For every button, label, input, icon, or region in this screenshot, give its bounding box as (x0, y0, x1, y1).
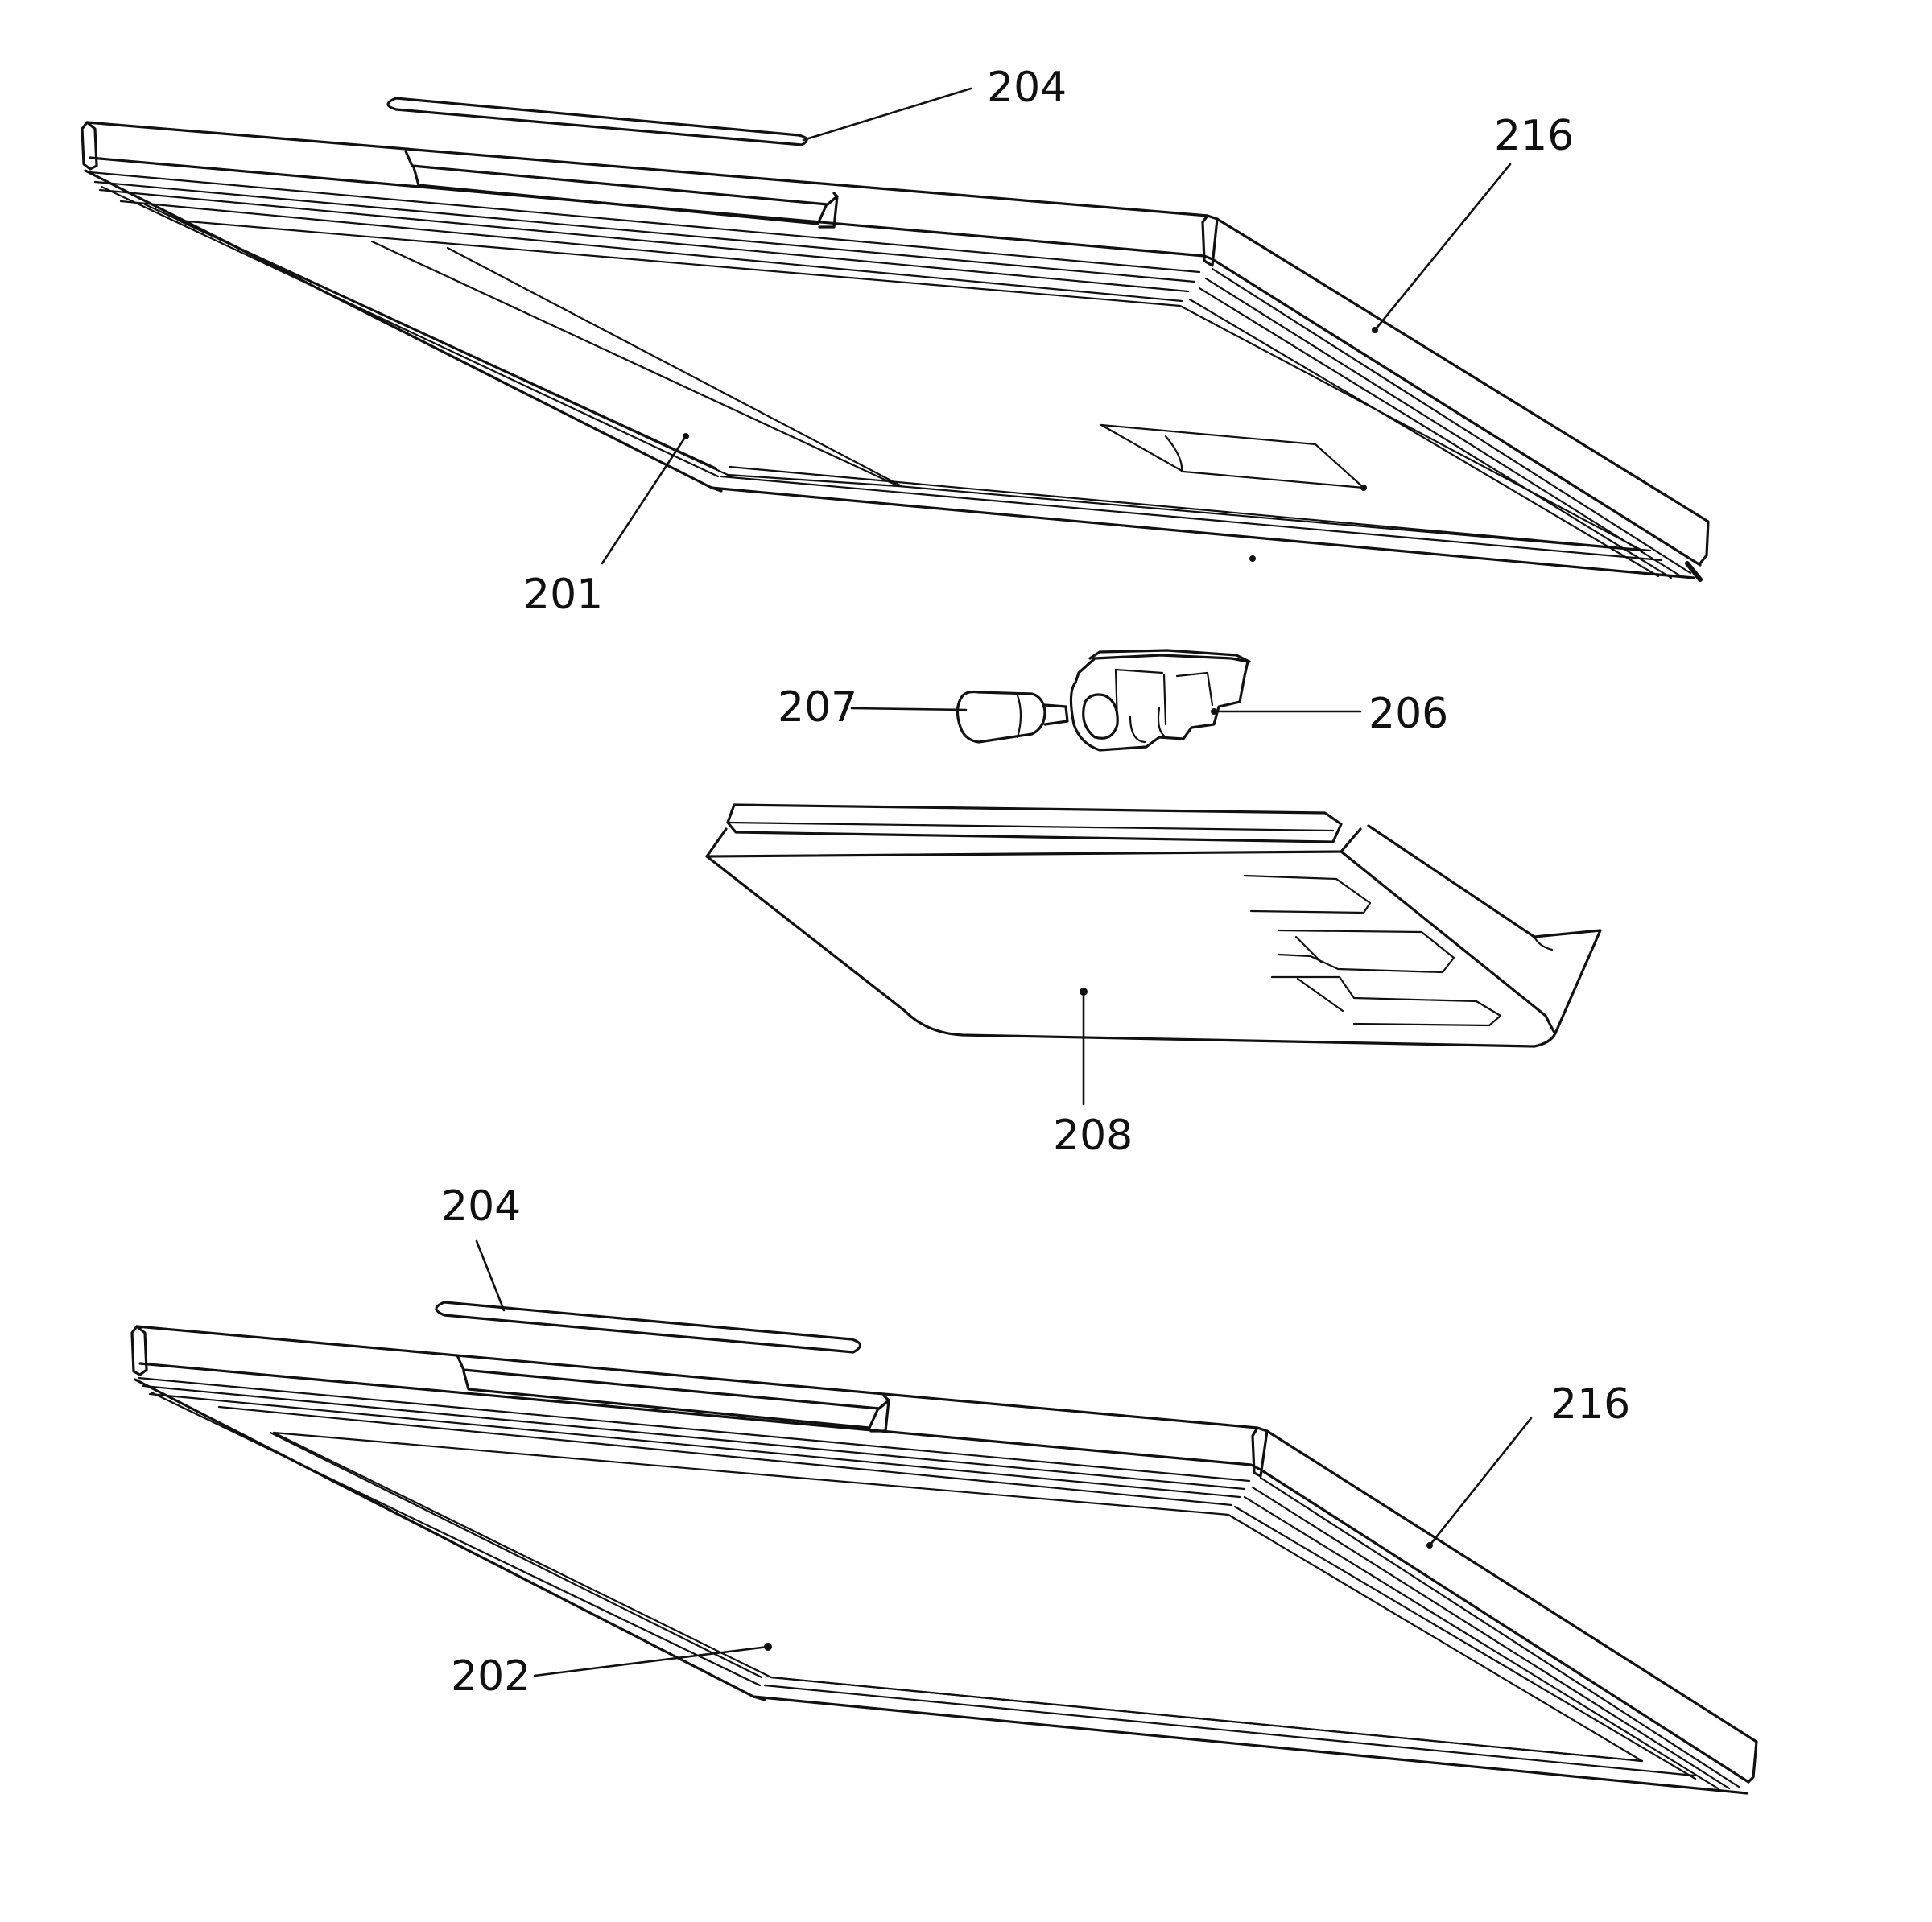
bottom-frame-right-rim-3 (1243, 1495, 1719, 1790)
bottom-frame-rim-2 (142, 1384, 1246, 1491)
hinge-wheel (1082, 693, 1119, 740)
label-bottom-frame-side: 216 (1550, 1380, 1630, 1429)
hinge-wheel-2 (1129, 707, 1167, 744)
tray-right-wing (1340, 850, 1557, 1035)
tray-rib-4 (1294, 935, 1344, 1013)
bottom-frame-right-cap (1251, 1426, 1269, 1478)
knob-body (956, 690, 1046, 744)
bottom-frame-left-cap (130, 1325, 148, 1376)
hinge-top (1088, 649, 1251, 663)
hinge-block-2 (1114, 668, 1214, 707)
top-frame-rim-1 (89, 171, 1201, 274)
top-frame-bottom-edge-inner-2 (728, 465, 1652, 552)
bottom-frame-top-edge (135, 1325, 1758, 1784)
bottom-frame-rim-3 (148, 1392, 1241, 1499)
tray-rib-1 (1243, 874, 1372, 914)
tray-top-slab-edge (728, 821, 1335, 832)
top-rail-rod (386, 97, 808, 146)
top-frame-left-side-2 (100, 185, 720, 478)
bottom-frame-rim-4 (217, 1405, 1233, 1507)
bottom-frame-right-rim-4 (1233, 1505, 1697, 1780)
bottom-rail-channel-2 (462, 1370, 879, 1429)
label-top-rail: 204 (987, 64, 1067, 112)
bottom-frame-left-side-3 (269, 1431, 763, 1679)
bottom-frame-right-rim-2 (1251, 1486, 1731, 1790)
top-panel-cutout-2 (1164, 435, 1183, 473)
top-panel-divider-2 (446, 246, 903, 488)
label-knob: 207 (778, 683, 857, 732)
tray-top-slab (726, 803, 1343, 843)
bottom-rail-rod (435, 1301, 862, 1354)
top-frame-right-rim-4 (1188, 298, 1660, 578)
bottom-frame-left-side-2 (150, 1391, 762, 1687)
tray-assembly: 208 (705, 803, 1602, 1160)
bottom-rail-channel-end (869, 1399, 890, 1433)
label-bottom-rail: 204 (441, 1182, 521, 1231)
top-frame-right-rim-1 (1211, 267, 1692, 575)
top-frame-right-rim-3 (1198, 287, 1673, 579)
knob-leader (850, 707, 968, 711)
top-frame-rim-4 (119, 200, 1183, 303)
label-top-panel: 201 (523, 571, 603, 619)
top-panel-leader (601, 435, 687, 565)
bottom-frame-top-edge-lower (138, 1362, 1750, 1784)
bottom-panel-leader (533, 1645, 770, 1677)
top-rail-leader (802, 87, 972, 142)
label-top-frame-side: 216 (1494, 112, 1574, 160)
bottom-frame-bottom-edge-inner (763, 1684, 1695, 1777)
tray-rib-3 (1270, 975, 1502, 1027)
tray-body (705, 824, 1602, 1048)
bottom-frame-rim-1 (137, 1376, 1251, 1483)
bottom-rail-leader (475, 1239, 506, 1312)
hinge-knob-assembly: 207 206 (778, 649, 1448, 752)
top-panel-divider (370, 240, 897, 486)
tray-wing-curve (1533, 935, 1554, 951)
top-rail-channel-end (818, 195, 839, 229)
top-rail-channel (404, 150, 839, 206)
knob-stem (1043, 703, 1069, 726)
top-frame-right-rim-2 (1204, 277, 1682, 578)
knob-ring (1016, 694, 1022, 739)
bottom-frame-assembly: 204 216 202 (130, 1182, 1758, 1795)
top-rail-channel-3 (417, 184, 819, 225)
top-frame-bottom-edge-inner (720, 475, 1663, 562)
bottom-frame-right-rim-1 (1259, 1476, 1740, 1788)
hinge-body (1069, 654, 1249, 752)
top-rail-channel-2 (412, 166, 828, 225)
top-frame-right-rim-5 (1685, 561, 1703, 582)
top-frame-rim-2 (93, 180, 1196, 283)
bottom-frame-bottom-edge (752, 1695, 1748, 1795)
top-frame-right-cap (1201, 214, 1219, 267)
bottom-panel-window (272, 1431, 1644, 1763)
tray-rib-2 (1277, 929, 1455, 974)
top-panel-window (177, 219, 1644, 552)
top-panel-cutout (1100, 423, 1365, 489)
top-frame-rim-3 (98, 188, 1190, 293)
label-bottom-panel: 202 (451, 1652, 530, 1701)
bottom-rail-channel (456, 1354, 890, 1410)
top-frame-left-cap (80, 121, 98, 171)
top-frame-side-leader (1373, 163, 1512, 332)
top-frame-bottom-edge (710, 486, 1695, 579)
bottom-frame-side-leader (1428, 1417, 1533, 1547)
top-frame-assembly: 204 216 201 (80, 64, 1710, 619)
top-frame-top-edge (85, 121, 1710, 565)
label-hinge: 206 (1368, 690, 1448, 738)
label-tray: 208 (1053, 1112, 1133, 1160)
